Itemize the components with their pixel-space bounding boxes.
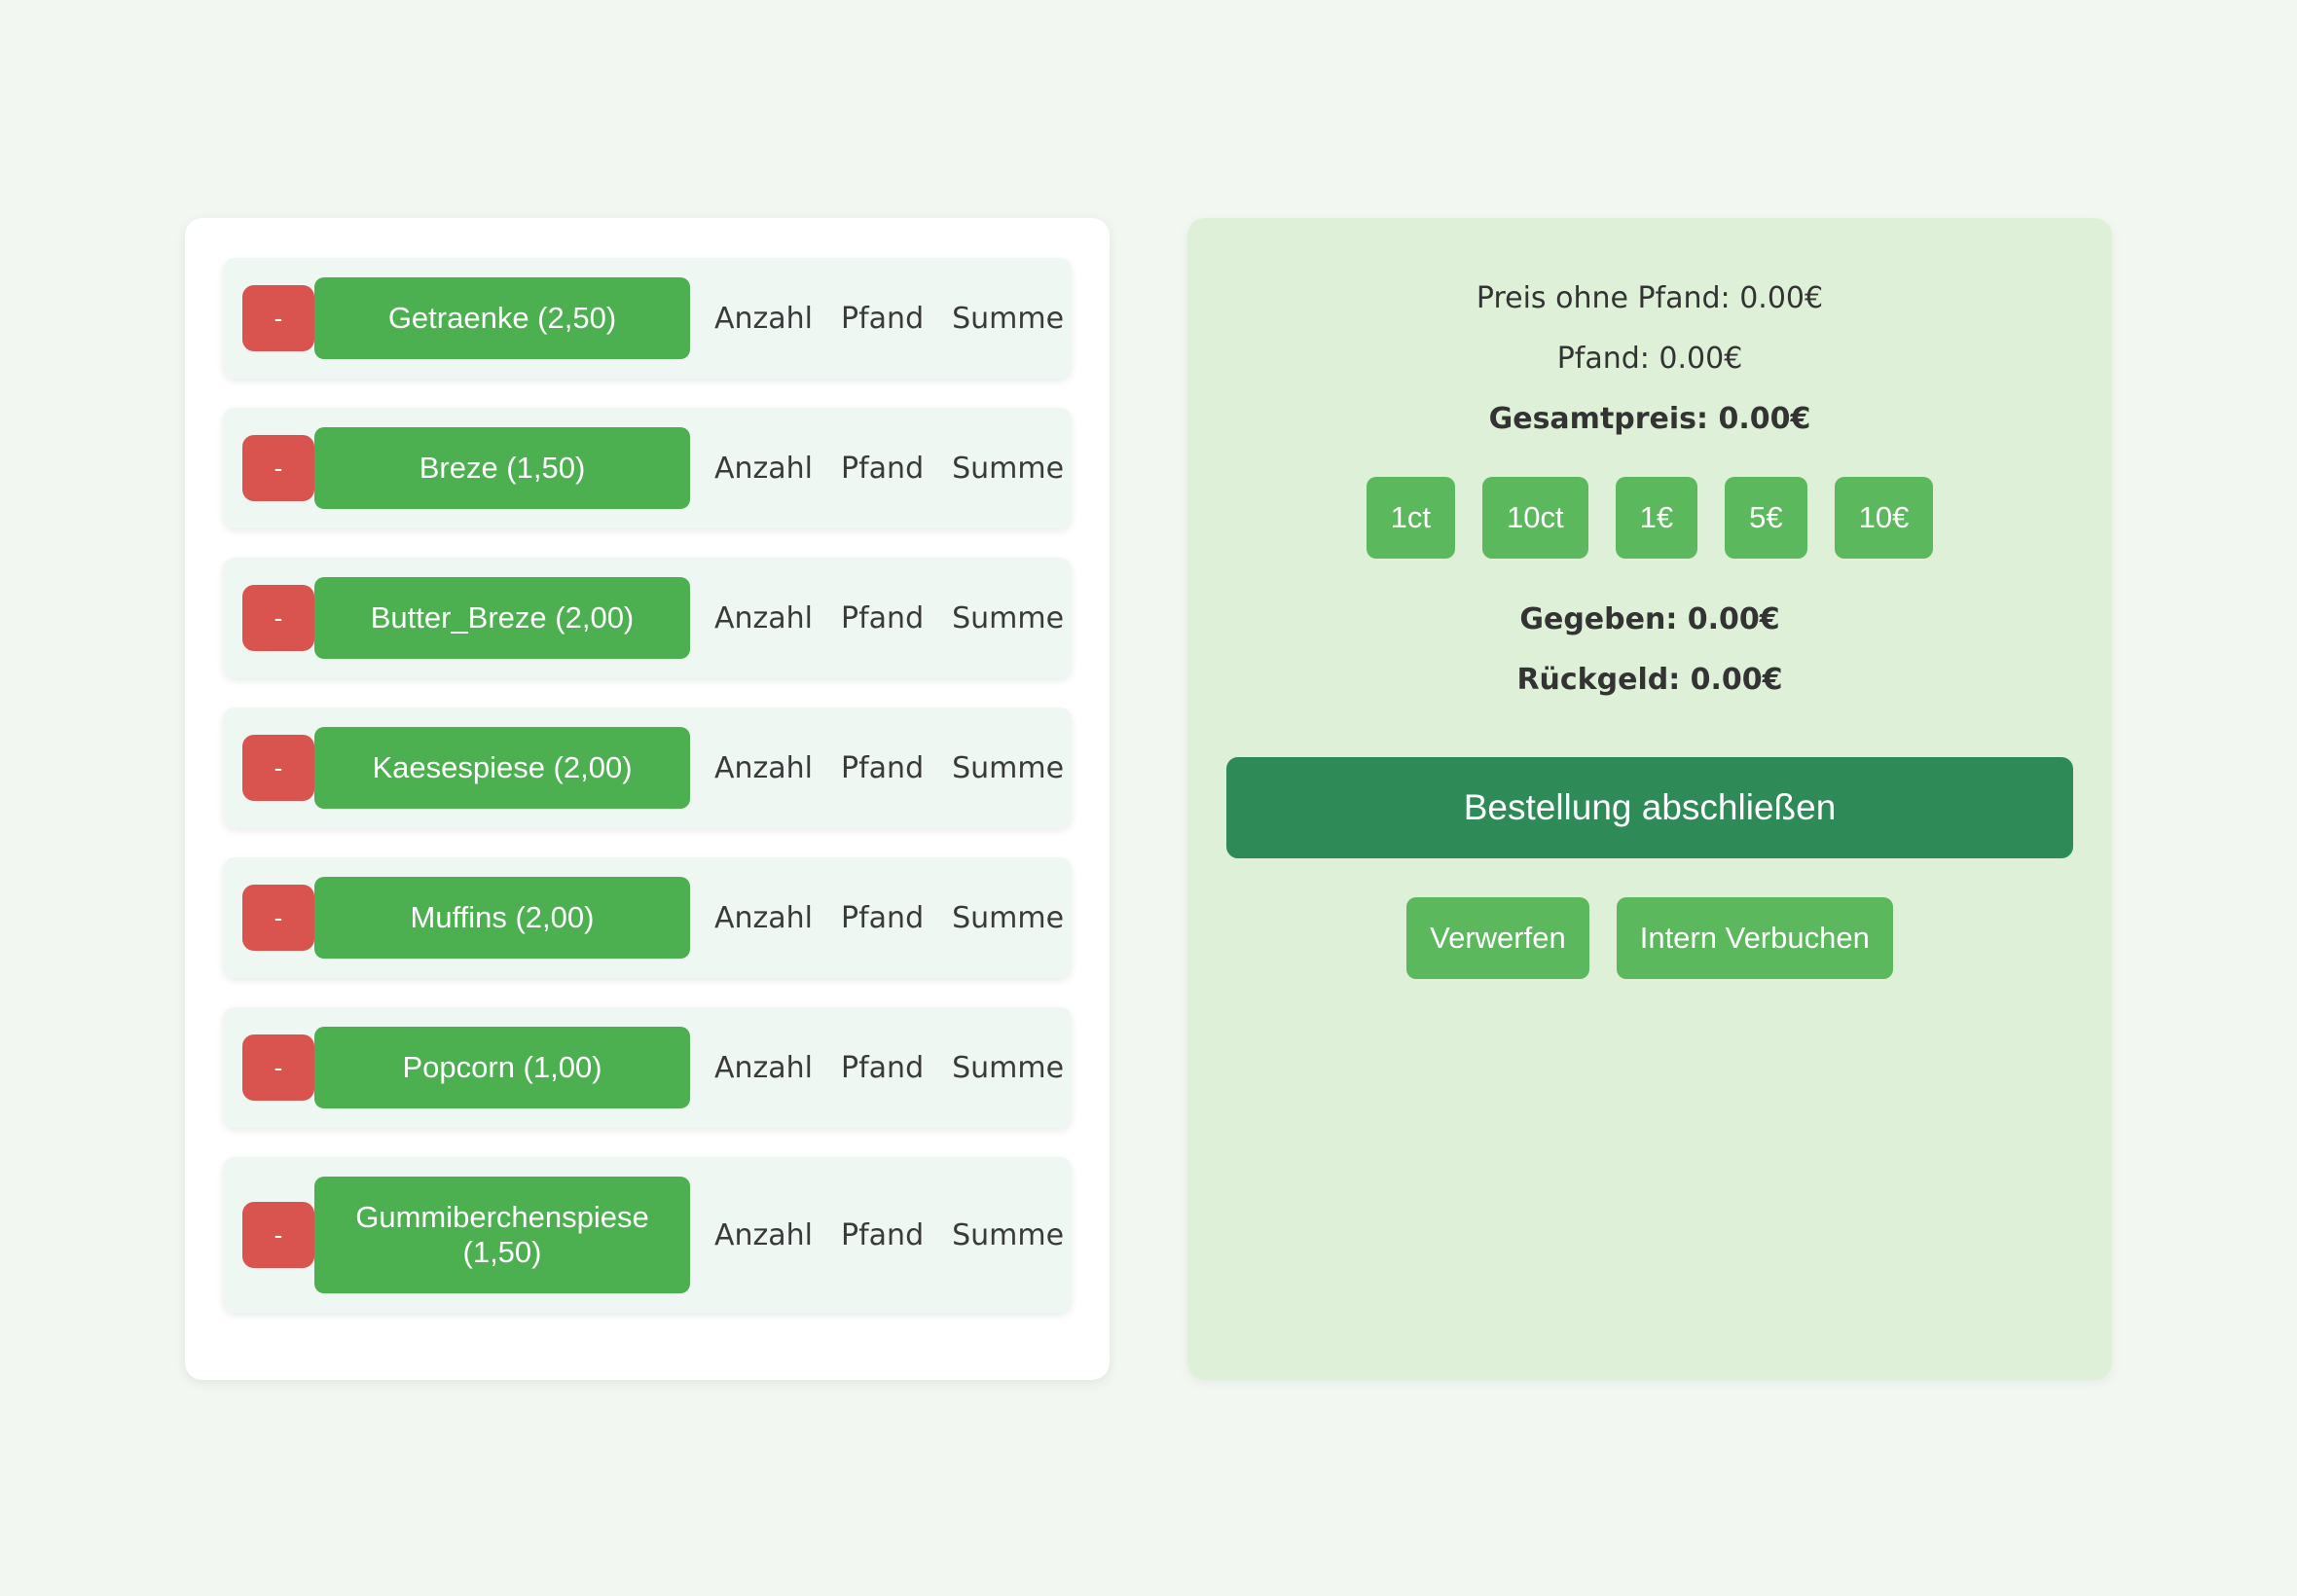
add-kaesespiese-button[interactable]: Kaesespiese (2,00) xyxy=(314,727,690,809)
decrease-getraenke-button[interactable]: - xyxy=(242,285,314,351)
coin-10eur-button[interactable]: 10€ xyxy=(1834,477,1934,559)
summe-label: Summe xyxy=(952,451,1065,486)
pfand-label: Pfand xyxy=(841,900,925,935)
pfand-label: Pfand xyxy=(841,750,925,785)
pfand-label: Pfand xyxy=(841,1217,925,1252)
secondary-actions: Verwerfen Intern Verbuchen xyxy=(1187,897,2112,979)
product-row-butter-breze: - Butter_Breze (2,00) Anzahl Pfand Summe xyxy=(223,558,1072,678)
finish-order-button[interactable]: Bestellung abschließen xyxy=(1226,757,2073,858)
pfand-label: Pfand xyxy=(841,600,925,635)
discard-button[interactable]: Verwerfen xyxy=(1406,897,1589,979)
summe-label: Summe xyxy=(952,1217,1065,1252)
decrease-gummiberchenspiese-button[interactable]: - xyxy=(242,1202,314,1268)
deposit-total: Pfand: 0.00€ xyxy=(1556,342,1743,376)
summe-label: Summe xyxy=(952,1050,1065,1085)
anzahl-label: Anzahl xyxy=(714,1050,814,1085)
decrease-popcorn-button[interactable]: - xyxy=(242,1034,314,1101)
summe-label: Summe xyxy=(952,750,1065,785)
anzahl-label: Anzahl xyxy=(714,750,814,785)
anzahl-label: Anzahl xyxy=(714,1217,814,1252)
summe-label: Summe xyxy=(952,600,1065,635)
coin-1ct-button[interactable]: 1ct xyxy=(1366,477,1456,559)
anzahl-label: Anzahl xyxy=(714,301,814,336)
decrease-kaesespiese-button[interactable]: - xyxy=(242,735,314,801)
product-row-getraenke: - Getraenke (2,50) Anzahl Pfand Summe xyxy=(223,258,1072,379)
anzahl-label: Anzahl xyxy=(714,900,814,935)
add-butter-breze-button[interactable]: Butter_Breze (2,00) xyxy=(314,577,690,659)
product-row-gummiberchenspiese: - Gummiberchenspiese (1,50) Anzahl Pfand… xyxy=(223,1157,1072,1313)
add-breze-button[interactable]: Breze (1,50) xyxy=(314,427,690,509)
coin-buttons: 1ct 10ct 1€ 5€ 10€ xyxy=(1187,477,2112,559)
coin-5eur-button[interactable]: 5€ xyxy=(1725,477,1807,559)
summe-label: Summe xyxy=(952,301,1065,336)
product-row-popcorn: - Popcorn (1,00) Anzahl Pfand Summe xyxy=(223,1007,1072,1128)
change-due: Rückgeld: 0.00€ xyxy=(1516,663,1783,697)
internal-booking-button[interactable]: Intern Verbuchen xyxy=(1616,897,1893,979)
total-price: Gesamtpreis: 0.00€ xyxy=(1488,402,1811,436)
pfand-label: Pfand xyxy=(841,301,925,336)
decrease-muffins-button[interactable]: - xyxy=(242,885,314,951)
coin-1eur-button[interactable]: 1€ xyxy=(1615,477,1698,559)
pfand-label: Pfand xyxy=(841,1050,925,1085)
amount-given: Gegeben: 0.00€ xyxy=(1519,602,1780,636)
product-list-panel: - Getraenke (2,50) Anzahl Pfand Summe - … xyxy=(185,218,1110,1380)
add-muffins-button[interactable]: Muffins (2,00) xyxy=(314,877,690,959)
product-row-breze: - Breze (1,50) Anzahl Pfand Summe xyxy=(223,408,1072,528)
add-popcorn-button[interactable]: Popcorn (1,00) xyxy=(314,1027,690,1108)
pfand-label: Pfand xyxy=(841,451,925,486)
price-without-deposit: Preis ohne Pfand: 0.00€ xyxy=(1476,281,1824,315)
coin-10ct-button[interactable]: 10ct xyxy=(1482,477,1588,559)
anzahl-label: Anzahl xyxy=(714,451,814,486)
product-row-kaesespiese: - Kaesespiese (2,00) Anzahl Pfand Summe xyxy=(223,707,1072,828)
add-gummiberchenspiese-button[interactable]: Gummiberchenspiese (1,50) xyxy=(314,1177,690,1293)
anzahl-label: Anzahl xyxy=(714,600,814,635)
decrease-breze-button[interactable]: - xyxy=(242,435,314,501)
add-getraenke-button[interactable]: Getraenke (2,50) xyxy=(314,277,690,359)
summe-label: Summe xyxy=(952,900,1065,935)
checkout-panel: Preis ohne Pfand: 0.00€ Pfand: 0.00€ Ges… xyxy=(1187,218,2112,1380)
product-row-muffins: - Muffins (2,00) Anzahl Pfand Summe xyxy=(223,857,1072,978)
decrease-butter-breze-button[interactable]: - xyxy=(242,585,314,651)
